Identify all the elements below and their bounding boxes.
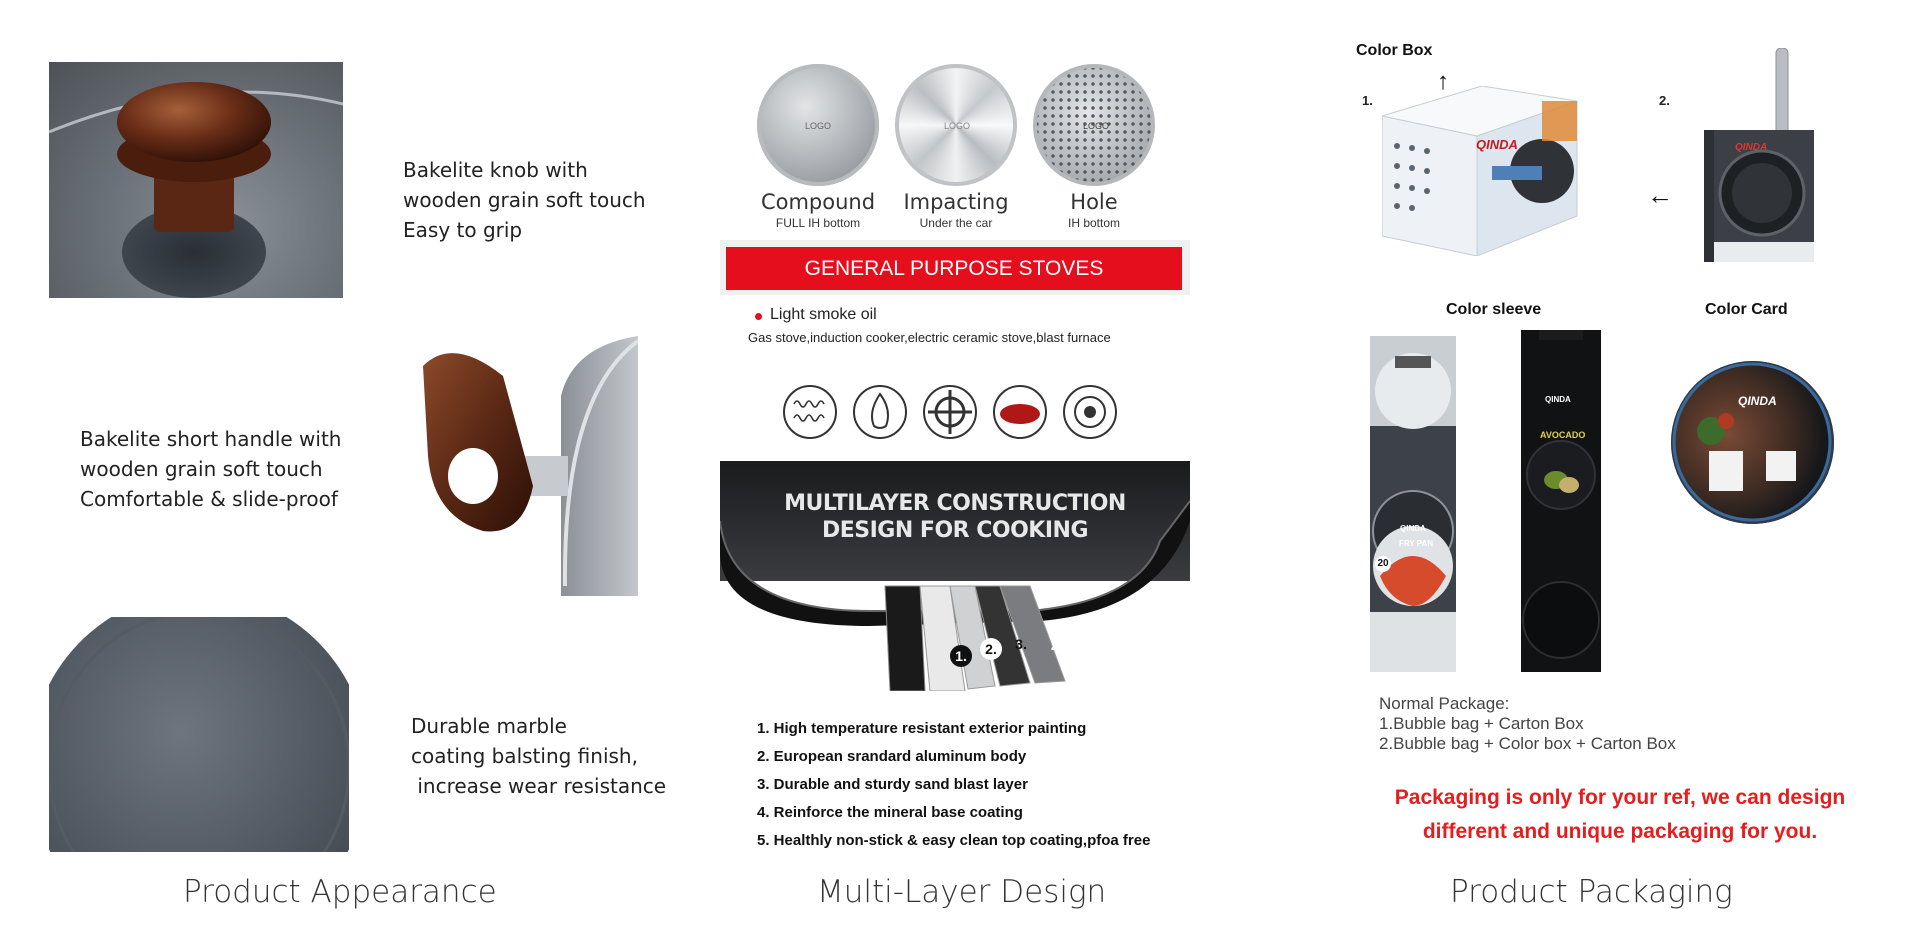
packaging-customization-note: Packaging is only for your ref, we can d… <box>1370 781 1870 849</box>
color-sleeve-grey <box>1370 336 1456 672</box>
color-box-image <box>1382 86 1582 256</box>
knob-photo <box>49 62 343 298</box>
pan-box-brand: QINDA <box>1735 142 1768 153</box>
impacting-bottom-disc <box>895 64 1017 186</box>
color-card-pan-box <box>1700 48 1825 268</box>
layer-marker-2: 2. <box>980 638 1002 660</box>
normal-package-option-1: 1.Bubble bag + Carton Box <box>1379 714 1584 733</box>
color-box-brand: QINDA <box>1476 137 1518 152</box>
layer-item-5: 5. Healthly non-stick & easy clean top c… <box>757 832 1151 849</box>
normal-package-option-2: 2.Bubble bag + Color box + Carton Box <box>1379 734 1676 753</box>
construction-heading: MULTILAYER CONSTRUCTION DESIGN FOR COOKI… <box>720 490 1190 544</box>
layer-marker-1: 1. <box>950 645 972 667</box>
coating-feature-text: Durable marble coating balsting finish, … <box>411 714 667 798</box>
packaging-note-line-1: Packaging is only for your ref, we can d… <box>1394 786 1846 809</box>
compound-label: Compound FULL IH bottom <box>748 190 888 230</box>
normal-package-note: Normal Package: 1.Bubble bag + Carton Bo… <box>1379 694 1676 754</box>
impacting-logo-text: LOGO <box>944 121 971 131</box>
multi-layer-title: Multi-Layer Design <box>817 874 1107 910</box>
bullet-dot <box>755 313 762 320</box>
color-card-image <box>1671 361 1834 524</box>
normal-package-heading: Normal Package: <box>1379 694 1510 713</box>
layer-item-2: 2. European srandard aluminum body <box>757 748 1027 765</box>
knob-feature-text: Bakelite knob with wooden grain soft tou… <box>403 158 646 242</box>
product-packaging-title: Product Packaging <box>1450 874 1733 910</box>
handle-feature-text: Bakelite short handle with wooden grain … <box>80 427 342 511</box>
handle-photo <box>413 336 638 596</box>
impacting-sub: Under the car <box>919 216 993 230</box>
induction-coil-icon <box>783 385 837 439</box>
sleeve-1-brand: QINDA <box>1400 524 1426 533</box>
stove-types-text: Gas stove,induction cooker,electric cera… <box>748 330 1111 345</box>
stove-icons-row <box>783 385 1117 439</box>
arrow-up-icon: ↑ <box>1437 68 1449 95</box>
arrow-left-icon: ← <box>1647 180 1673 210</box>
layer-marker-5: 5. <box>1089 649 1101 665</box>
compound-bottom-disc <box>757 64 879 186</box>
hole-name: Hole <box>1070 190 1118 214</box>
electric-hob-icon <box>1063 385 1117 439</box>
packaging-note-line-2: different and unique packaging for you. <box>1422 820 1818 843</box>
compound-logo-text: LOGO <box>805 121 832 131</box>
package-number-2: 2. <box>1659 93 1670 108</box>
layer-item-4: 4. Reinforce the mineral base coating <box>757 804 1023 821</box>
sleeve-size-text: 20 <box>1375 556 1391 572</box>
ceramic-plate-icon <box>993 385 1047 439</box>
construction-line-2: DESIGN FOR COOKING <box>821 518 1089 543</box>
hole-sub: IH bottom <box>1067 216 1121 230</box>
color-sleeve-black <box>1521 330 1601 672</box>
color-box-label: Color Box <box>1356 42 1433 59</box>
impacting-label: Impacting Under the car <box>886 190 1026 230</box>
color-card-label: Color Card <box>1705 301 1788 318</box>
gas-burner-icon <box>923 385 977 439</box>
layer-marker-3: 3. <box>1015 636 1027 652</box>
layer-item-3: 3. Durable and sturdy sand blast layer <box>757 776 1028 793</box>
general-purpose-banner: GENERAL PURPOSE STOVES <box>726 247 1182 290</box>
sleeve-2-brand: QINDA <box>1545 395 1571 404</box>
hole-label: Hole IH bottom <box>1024 190 1164 230</box>
compound-sub: FULL IH bottom <box>775 216 861 230</box>
construction-line-1: MULTILAYER CONSTRUCTION <box>784 491 1126 516</box>
layer-marker-4: 4. <box>1051 639 1063 655</box>
sleeve-fry-pan-text: FRY PAN <box>1399 539 1434 548</box>
color-card-brand: QINDA <box>1738 394 1777 408</box>
sleeve-avocado-text: AVOCADO <box>1540 430 1586 440</box>
layer-list: 1. High temperature resistant exterior p… <box>757 715 1150 855</box>
hole-logo-text: LOGO <box>1083 121 1110 131</box>
product-appearance-title: Product Appearance <box>183 874 497 910</box>
hole-bottom-disc <box>1033 64 1155 186</box>
color-sleeve-label: Color sleeve <box>1446 301 1542 318</box>
impacting-name: Impacting <box>903 190 1009 214</box>
flame-icon <box>853 385 907 439</box>
layer-item-1: 1. High temperature resistant exterior p… <box>757 720 1087 737</box>
light-smoke-oil-text: Light smoke oil <box>770 306 877 323</box>
coating-photo <box>49 617 349 852</box>
package-number-1: 1. <box>1362 93 1373 108</box>
compound-name: Compound <box>760 190 876 214</box>
